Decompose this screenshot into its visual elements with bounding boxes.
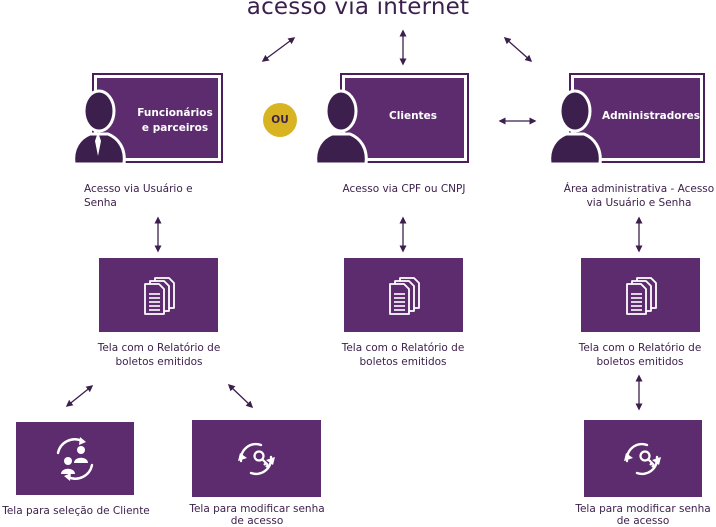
documents-stack-icon: [388, 277, 420, 315]
arrow-report-senha-left: [227, 383, 254, 409]
report-screen-clientes: [344, 258, 463, 332]
report-screen-funcionarios: [99, 258, 218, 332]
report-caption-clientes: Tela com o Relatório de boletos emitidos: [341, 342, 465, 368]
funcionarios-label: Funcionários e parceiros: [137, 107, 213, 134]
modificar-senha-screen-right: [584, 420, 702, 497]
ou-badge: OU: [263, 103, 297, 137]
modificar-senha-caption-left: Tela para modificar senha de acesso: [189, 503, 325, 527]
person-silhouette-icon: [72, 89, 126, 166]
clientes-label: Clientes: [389, 110, 437, 122]
person-silhouette-icon: [548, 89, 602, 166]
documents-stack-icon: [625, 277, 657, 315]
clientes-caption: Acesso via CPF ou CNPJ: [342, 183, 466, 195]
person-silhouette-icon: [314, 89, 368, 166]
arrow-internet-funcionarios: [261, 37, 296, 62]
arrow-report-selecao: [65, 385, 94, 407]
report-screen-administradores: [581, 258, 700, 332]
administradores-caption: Área administrativa - Acesso via Usuário…: [563, 183, 715, 209]
administradores-label: Administradores: [601, 110, 701, 122]
selecao-cliente-screen: [16, 422, 134, 495]
key-refresh-icon: [237, 442, 275, 475]
documents-stack-icon: [143, 277, 175, 315]
modificar-senha-caption-right: Tela para modificar senha de acesso: [575, 503, 711, 527]
key-refresh-icon: [624, 442, 661, 475]
funcionarios-monitor: Funcionários e parceiros: [96, 77, 219, 159]
page-title: acesso via internet: [246, 0, 470, 20]
funcionarios-caption: Acesso via Usuário e Senha: [84, 183, 193, 209]
report-caption-administradores: Tela com o Relatório de boletos emitidos: [578, 342, 702, 368]
users-cycle-icon: [56, 436, 94, 481]
report-caption-funcionarios: Tela com o Relatório de boletos emitidos: [97, 342, 221, 368]
modificar-senha-screen-left: [192, 420, 321, 497]
arrow-internet-administradores: [503, 37, 533, 62]
selecao-cliente-caption: Tela para seleção de Cliente: [2, 505, 150, 517]
